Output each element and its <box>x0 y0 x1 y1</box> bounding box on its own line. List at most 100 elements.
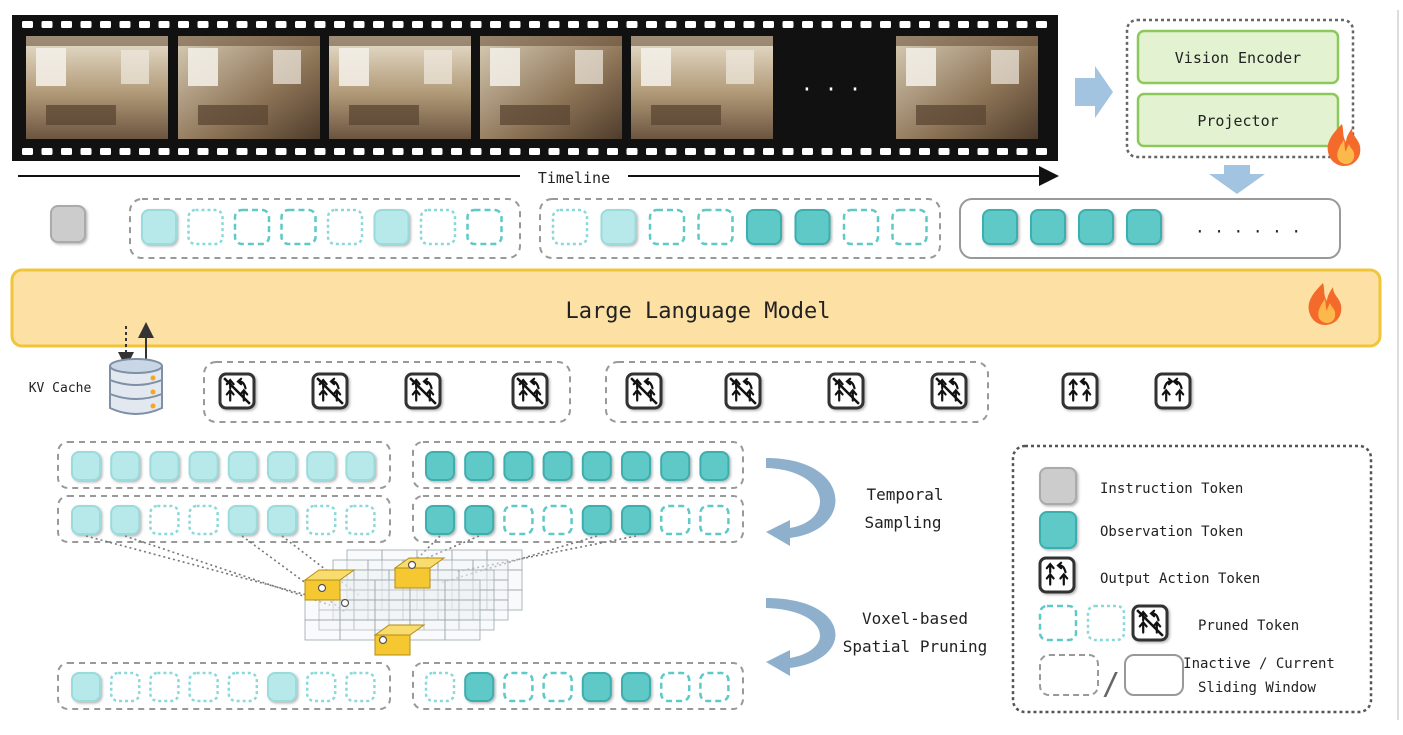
sprocket-hole <box>685 21 696 28</box>
sprocket-hole <box>373 148 384 155</box>
pruned-token-light <box>345 504 376 536</box>
pruned-token-light <box>109 671 141 703</box>
observation-token-dark <box>794 209 831 245</box>
output-action-token <box>1154 372 1192 410</box>
sprocket-hole <box>938 21 950 28</box>
database-icon <box>109 358 163 415</box>
sampling-window-right-sampled <box>412 495 744 543</box>
action-token-body <box>1038 556 1076 594</box>
observation-token-light <box>110 451 141 481</box>
frame-window <box>121 50 149 84</box>
legend: Instruction Token Observation Token Outp… <box>1011 444 1373 714</box>
sprocket-hole <box>314 148 326 155</box>
frame-ceiling-beam <box>178 36 320 46</box>
observation-token-light <box>71 505 101 535</box>
observation-token-dark <box>660 451 691 481</box>
action-arrow-glyph <box>1059 572 1069 586</box>
pruned-token-light <box>187 208 224 246</box>
sprocket-hole <box>158 21 170 28</box>
observation-token-dark <box>621 451 651 481</box>
pruned-token-light <box>188 504 219 536</box>
frame-window <box>36 48 66 86</box>
voxel-cell <box>444 579 481 601</box>
pruned-token-dark <box>659 671 691 703</box>
sprocket-hole <box>626 148 638 155</box>
voxel-highlight <box>394 567 431 589</box>
output-action-token <box>218 372 256 410</box>
sprocket-hole <box>724 148 735 155</box>
action-prune-slash <box>1136 609 1164 637</box>
sprocket-hole <box>490 21 501 28</box>
action-prune-slash <box>516 377 544 405</box>
sprocket-hole <box>470 148 482 155</box>
action-arrow-glyph <box>845 377 856 390</box>
sprocket-hole <box>41 148 53 155</box>
pruned-token-dark <box>466 208 503 246</box>
sprocket-hole <box>977 148 989 155</box>
voxel-cell <box>444 619 481 641</box>
legend-current-window-swatch <box>1124 654 1184 696</box>
action-arrow-glyph <box>632 388 642 402</box>
observation-token-light <box>267 672 297 702</box>
legend-instruction-label: Instruction Token <box>1100 481 1243 497</box>
film-strip: · · · <box>12 15 1058 161</box>
frame-window <box>575 50 603 84</box>
legend-observation-swatch <box>1039 511 1077 549</box>
frame-window <box>424 50 452 84</box>
current-window-ellipsis: · · · · · · <box>1195 222 1301 241</box>
sprocket-hole <box>919 148 930 155</box>
pruned-token-dark <box>842 208 880 246</box>
action-arrow-glyph <box>742 377 753 390</box>
inactive-window-1 <box>129 198 521 259</box>
legend-instruction-swatch <box>1039 467 1077 505</box>
sprocket-hole <box>880 21 891 28</box>
sprocket-hole <box>860 21 872 28</box>
sprocket-hole <box>782 148 794 155</box>
observation-token-dark <box>621 505 651 535</box>
observation-token-dark <box>1126 209 1162 245</box>
voxel-cell <box>409 599 446 621</box>
sprocket-hole <box>256 21 267 28</box>
voxel-cell <box>339 579 376 601</box>
pruned-token-light <box>305 504 337 536</box>
sprocket-hole <box>490 148 501 155</box>
sprocket-hole <box>178 21 189 28</box>
frame-ceiling-beam <box>631 36 773 46</box>
sprocket-hole <box>587 148 599 155</box>
frame-ceiling-beam <box>26 36 168 46</box>
sprocket-hole <box>568 148 579 155</box>
observation-token-dark <box>581 451 612 481</box>
flame-icon <box>1327 124 1361 166</box>
sprocket-hole <box>217 148 228 155</box>
legend-action-label: Output Action Token <box>1100 571 1260 587</box>
output-action-token <box>724 372 762 410</box>
pruned-token-dark <box>659 504 691 536</box>
sprocket-hole <box>197 148 209 155</box>
pruned-token-light <box>551 208 589 246</box>
llm-label: Large Language Model <box>566 299 831 324</box>
sprocket-hole <box>880 148 891 155</box>
sprocket-hole <box>392 148 404 155</box>
sprocket-hole <box>587 21 599 28</box>
pruned-token-light <box>326 208 364 246</box>
action-arrow-glyph <box>1172 377 1183 390</box>
pruned-token-dark <box>542 671 573 703</box>
sampling-window-left-sampled <box>57 495 391 543</box>
action-arrow-glyph <box>948 377 959 390</box>
pruned-token-light <box>188 671 219 703</box>
sprocket-hole <box>139 21 150 28</box>
connection-line <box>439 535 598 584</box>
frame-window <box>273 50 301 84</box>
frame-furniture <box>46 105 116 125</box>
connection-line <box>454 535 637 573</box>
frame-window <box>641 48 671 86</box>
llm-block: Large Language Model <box>10 268 1382 348</box>
sprocket-hole <box>821 148 833 155</box>
sprocket-hole <box>1036 148 1047 155</box>
action-arrow-glyph <box>1079 377 1090 390</box>
voxel-highlight-top <box>393 557 446 569</box>
kv-cache-label: KV Cache <box>29 381 92 396</box>
action-arrow-glyph <box>1056 561 1067 574</box>
vision-encoder-box <box>1136 29 1340 85</box>
temporal-label-line1: Temporal <box>866 485 943 504</box>
